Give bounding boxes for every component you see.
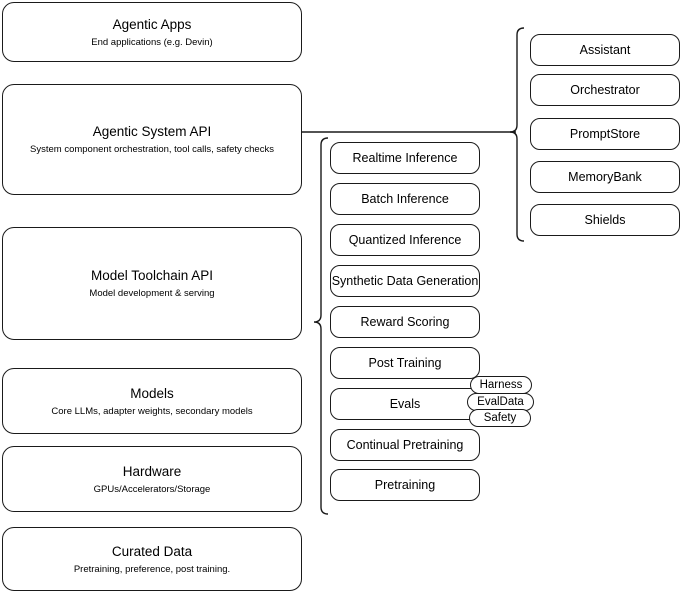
eval-tag-label: Harness bbox=[479, 379, 523, 391]
component-label: Reward Scoring bbox=[360, 315, 450, 329]
toolchain-components-brace bbox=[313, 137, 329, 515]
layer-title: Agentic System API bbox=[92, 124, 212, 139]
system-component-assistant[interactable]: Assistant bbox=[530, 34, 680, 66]
layer-title: Hardware bbox=[122, 463, 182, 479]
stack-layer-curated-data[interactable]: Curated Data Pretraining, preference, po… bbox=[2, 527, 302, 591]
toolchain-component-quantized-inference[interactable]: Quantized Inference bbox=[330, 224, 480, 256]
layer-title: Agentic Apps bbox=[112, 16, 192, 32]
component-label: Shields bbox=[584, 213, 626, 227]
toolchain-component-continual-pretraining[interactable]: Continual Pretraining bbox=[330, 429, 480, 461]
stack-layer-agentic-system-api[interactable]: Agentic System API System component orch… bbox=[2, 84, 302, 195]
toolchain-component-batch-inference[interactable]: Batch Inference bbox=[330, 183, 480, 215]
stack-layer-hardware[interactable]: Hardware GPUs/Accelerators/Storage bbox=[2, 446, 302, 512]
component-label: Orchestrator bbox=[570, 83, 640, 97]
component-label: Evals bbox=[389, 397, 421, 411]
component-label: Synthetic Data Generation bbox=[331, 274, 479, 288]
component-label: Batch Inference bbox=[361, 192, 449, 206]
layer-subtitle: End applications (e.g. Devin) bbox=[91, 36, 213, 48]
toolchain-component-realtime-inference[interactable]: Realtime Inference bbox=[330, 142, 480, 174]
toolchain-component-pretraining[interactable]: Pretraining bbox=[330, 469, 480, 501]
layer-title: Curated Data bbox=[111, 543, 193, 559]
toolchain-component-evals[interactable]: Evals bbox=[330, 388, 480, 420]
layer-subtitle: Core LLMs, adapter weights, secondary mo… bbox=[51, 405, 253, 417]
layer-title: Model Toolchain API bbox=[90, 268, 214, 283]
toolchain-component-post-training[interactable]: Post Training bbox=[330, 347, 480, 379]
toolchain-component-synthetic-data-generation[interactable]: Synthetic Data Generation bbox=[330, 265, 480, 297]
eval-tag-safety[interactable]: Safety bbox=[469, 409, 531, 427]
component-label: Realtime Inference bbox=[352, 151, 458, 165]
system-component-memorybank[interactable]: MemoryBank bbox=[530, 161, 680, 193]
component-label: Post Training bbox=[368, 356, 442, 370]
layer-subtitle: System component orchestration, tool cal… bbox=[30, 144, 274, 155]
system-components-brace bbox=[509, 27, 525, 242]
toolchain-component-reward-scoring[interactable]: Reward Scoring bbox=[330, 306, 480, 338]
system-component-shields[interactable]: Shields bbox=[530, 204, 680, 236]
layer-subtitle: GPUs/Accelerators/Storage bbox=[93, 483, 211, 495]
eval-tag-label: Safety bbox=[483, 412, 517, 424]
stack-layer-model-toolchain-api[interactable]: Model Toolchain API Model development & … bbox=[2, 227, 302, 340]
component-label: Continual Pretraining bbox=[346, 438, 464, 452]
eval-tag-label: EvalData bbox=[477, 396, 524, 408]
component-label: Quantized Inference bbox=[348, 233, 462, 247]
component-label: Assistant bbox=[579, 43, 631, 57]
eval-tag-harness[interactable]: Harness bbox=[470, 376, 532, 394]
component-label: MemoryBank bbox=[568, 170, 642, 184]
stack-layer-models[interactable]: Models Core LLMs, adapter weights, secon… bbox=[2, 368, 302, 434]
layer-title: Models bbox=[130, 385, 174, 401]
stack-layer-agentic-apps[interactable]: Agentic Apps End applications (e.g. Devi… bbox=[2, 2, 302, 62]
system-component-orchestrator[interactable]: Orchestrator bbox=[530, 74, 680, 106]
layer-subtitle: Model development & serving bbox=[89, 288, 215, 299]
layer-subtitle: Pretraining, preference, post training. bbox=[73, 563, 231, 575]
system-component-promptstore[interactable]: PromptStore bbox=[530, 118, 680, 150]
component-label: PromptStore bbox=[569, 127, 641, 141]
component-label: Pretraining bbox=[374, 478, 436, 492]
